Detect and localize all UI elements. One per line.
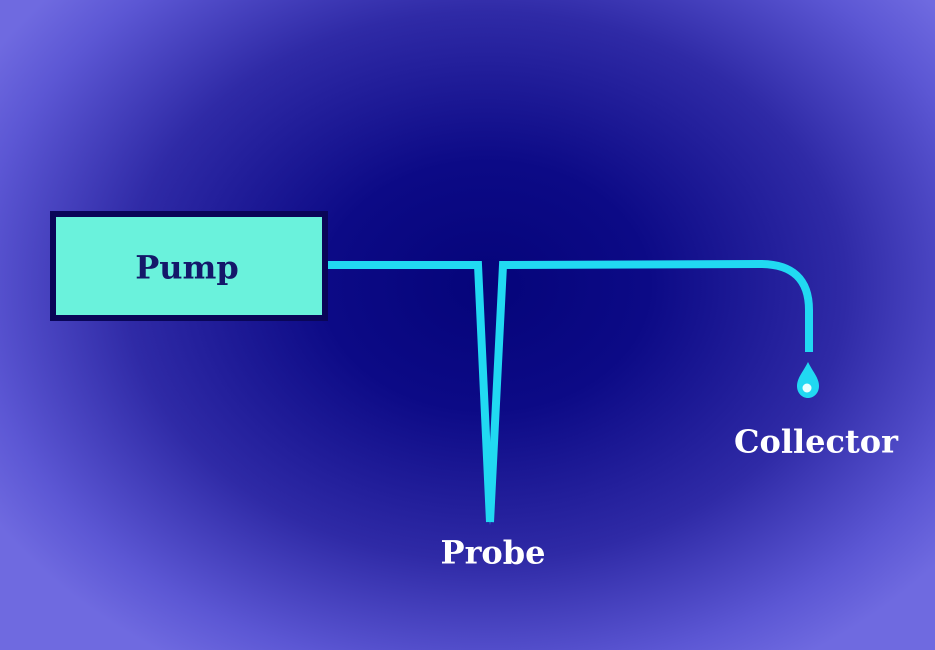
droplet-highlight (802, 383, 812, 393)
probe-tip (485, 480, 495, 525)
pump-box (50, 211, 328, 321)
tubing (328, 259, 813, 523)
pump-label: Pump (135, 249, 239, 287)
collector-label: Collector (734, 423, 899, 461)
droplet-icon (797, 362, 819, 398)
inlet-tubing (328, 261, 494, 523)
probe (485, 480, 495, 525)
outlet-tubing (486, 259, 813, 523)
pump: Pump (50, 211, 328, 321)
collector-droplet (797, 362, 819, 398)
probe-label: Probe (441, 534, 546, 572)
